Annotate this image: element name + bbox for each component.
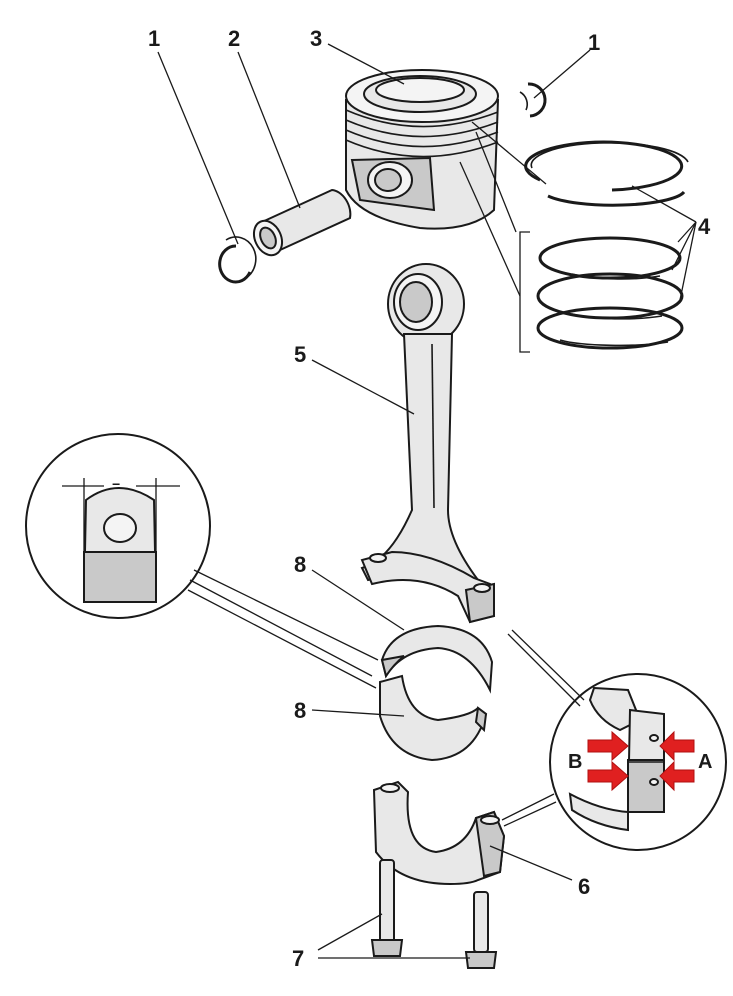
piston-rings: [519, 140, 689, 353]
equal-mark: =: [112, 478, 120, 494]
leader-lines: [157, 43, 697, 959]
bearing-shell-upper: [380, 624, 494, 694]
circlip-right: [519, 82, 547, 118]
callout-5: 5: [294, 342, 306, 367]
bearing-cap: [372, 780, 506, 886]
bearing-shell-lower: [379, 674, 488, 762]
piston-pin: [252, 188, 352, 257]
callout-8-bottom: 8: [294, 698, 306, 723]
bolt-right: [464, 891, 498, 969]
circlip-left: [218, 236, 257, 284]
callout-7: 7: [292, 946, 304, 971]
piston: [345, 69, 500, 230]
label-b: B: [568, 751, 582, 773]
callout-4: 4: [698, 214, 711, 239]
callout-3: 3: [310, 26, 322, 51]
callout-8-top: 8: [294, 552, 306, 577]
callout-labels: 1 2 3 1 4 5 8 8 6 7: [148, 26, 711, 971]
bolt-left: [370, 859, 404, 957]
callout-1-left: 1: [148, 26, 160, 51]
label-a: A: [698, 751, 712, 773]
connecting-rod: [360, 263, 496, 624]
callout-1-right: 1: [588, 30, 600, 55]
callout-6: 6: [578, 874, 590, 899]
callout-2: 2: [228, 26, 240, 51]
rod-width-detail-inset: =: [25, 433, 379, 689]
cap-alignment-detail-inset: B A: [501, 629, 727, 851]
